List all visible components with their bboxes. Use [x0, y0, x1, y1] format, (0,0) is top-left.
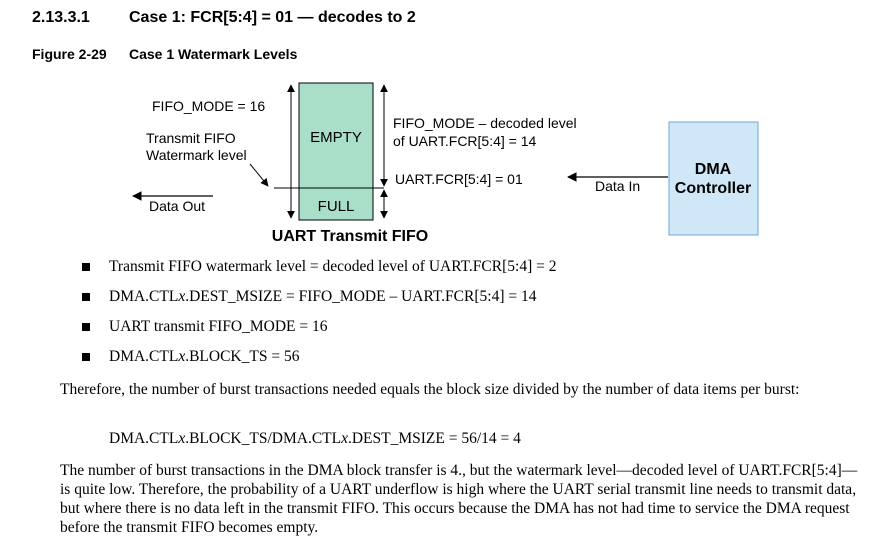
bullet-list: Transmit FIFO watermark level = decoded … [82, 257, 556, 377]
bullet-marker [82, 323, 90, 331]
formula-part-c: .DEST_MSIZE = 56/14 = 4 [347, 430, 521, 447]
data-out-label: Data Out [149, 198, 205, 214]
fifo-empty-label: EMPTY [310, 129, 362, 146]
bullet-italic: x [178, 348, 186, 365]
formula-part-a: DMA.CTL [109, 430, 179, 447]
fifo-full-label: FULL [318, 198, 355, 215]
data-in-label: Data In [595, 178, 640, 194]
figure-number: Figure 2-29 [32, 46, 107, 62]
bullet-text-tail: .BLOCK_TS = 56 [185, 348, 300, 365]
bullet-text: UART transmit FIFO_MODE = 16 [109, 318, 328, 335]
bullet-marker [82, 293, 90, 301]
fifo-caption: UART Transmit FIFO [272, 228, 428, 245]
dma-controller-box [668, 121, 759, 236]
bullet-marker [82, 353, 90, 361]
formula-italic-2: x [341, 430, 348, 447]
bullet-marker [82, 263, 90, 271]
watermark-diagram: EMPTY FULL FIFO_MODE = 16 Transmit FIFO … [132, 82, 759, 245]
fcr-label: UART.FCR[5:4] = 01 [395, 171, 523, 187]
list-item: DMA.CTLx.DEST_MSIZE = FIFO_MODE – UART.F… [82, 287, 556, 317]
list-item: Transmit FIFO watermark level = decoded … [82, 257, 556, 287]
watermark-label-line1: Transmit FIFO [146, 130, 236, 146]
bullet-text: Transmit FIFO watermark level = decoded … [109, 258, 557, 275]
figure-title: Case 1 Watermark Levels [129, 46, 298, 62]
list-item: DMA.CTLx.BLOCK_TS = 56 [82, 347, 556, 377]
bullet-text: DMA.CTL [109, 288, 179, 305]
fifo-mode-label: FIFO_MODE = 16 [152, 98, 265, 114]
dma-label-line2: Controller [675, 180, 751, 197]
watermark-pointer-arrow [249, 163, 269, 187]
watermark-label-line2: Watermark level [146, 147, 247, 163]
formula-part-b: .BLOCK_TS/DMA.CTL [185, 430, 342, 447]
formula-italic-1: x [178, 430, 186, 447]
list-item: UART transmit FIFO_MODE = 16 [82, 317, 556, 347]
section-title: Case 1: FCR[5:4] = 01 — decodes to 2 [129, 9, 416, 26]
decoded-level-line1: FIFO_MODE – decoded level [393, 115, 577, 131]
section-number: 2.13.3.1 [32, 9, 90, 26]
decoded-level-line2: of UART.FCR[5:4] = 14 [393, 133, 537, 149]
dma-label-line1: DMA [695, 161, 732, 178]
bullet-italic: x [178, 288, 186, 305]
paragraph-burst-explanation: Therefore, the number of burst transacti… [60, 381, 800, 398]
bullet-text: DMA.CTL [109, 348, 179, 365]
fifo-full-region [298, 187, 374, 221]
bullet-text-tail: .DEST_MSIZE = FIFO_MODE – UART.FCR[5:4] … [185, 288, 537, 305]
burst-formula: DMA.CTLx.BLOCK_TS/DMA.CTLx.DEST_MSIZE = … [109, 430, 521, 448]
fifo-empty-region [298, 82, 374, 189]
paragraph-underflow-explanation: The number of burst transactions in the … [60, 462, 858, 536]
